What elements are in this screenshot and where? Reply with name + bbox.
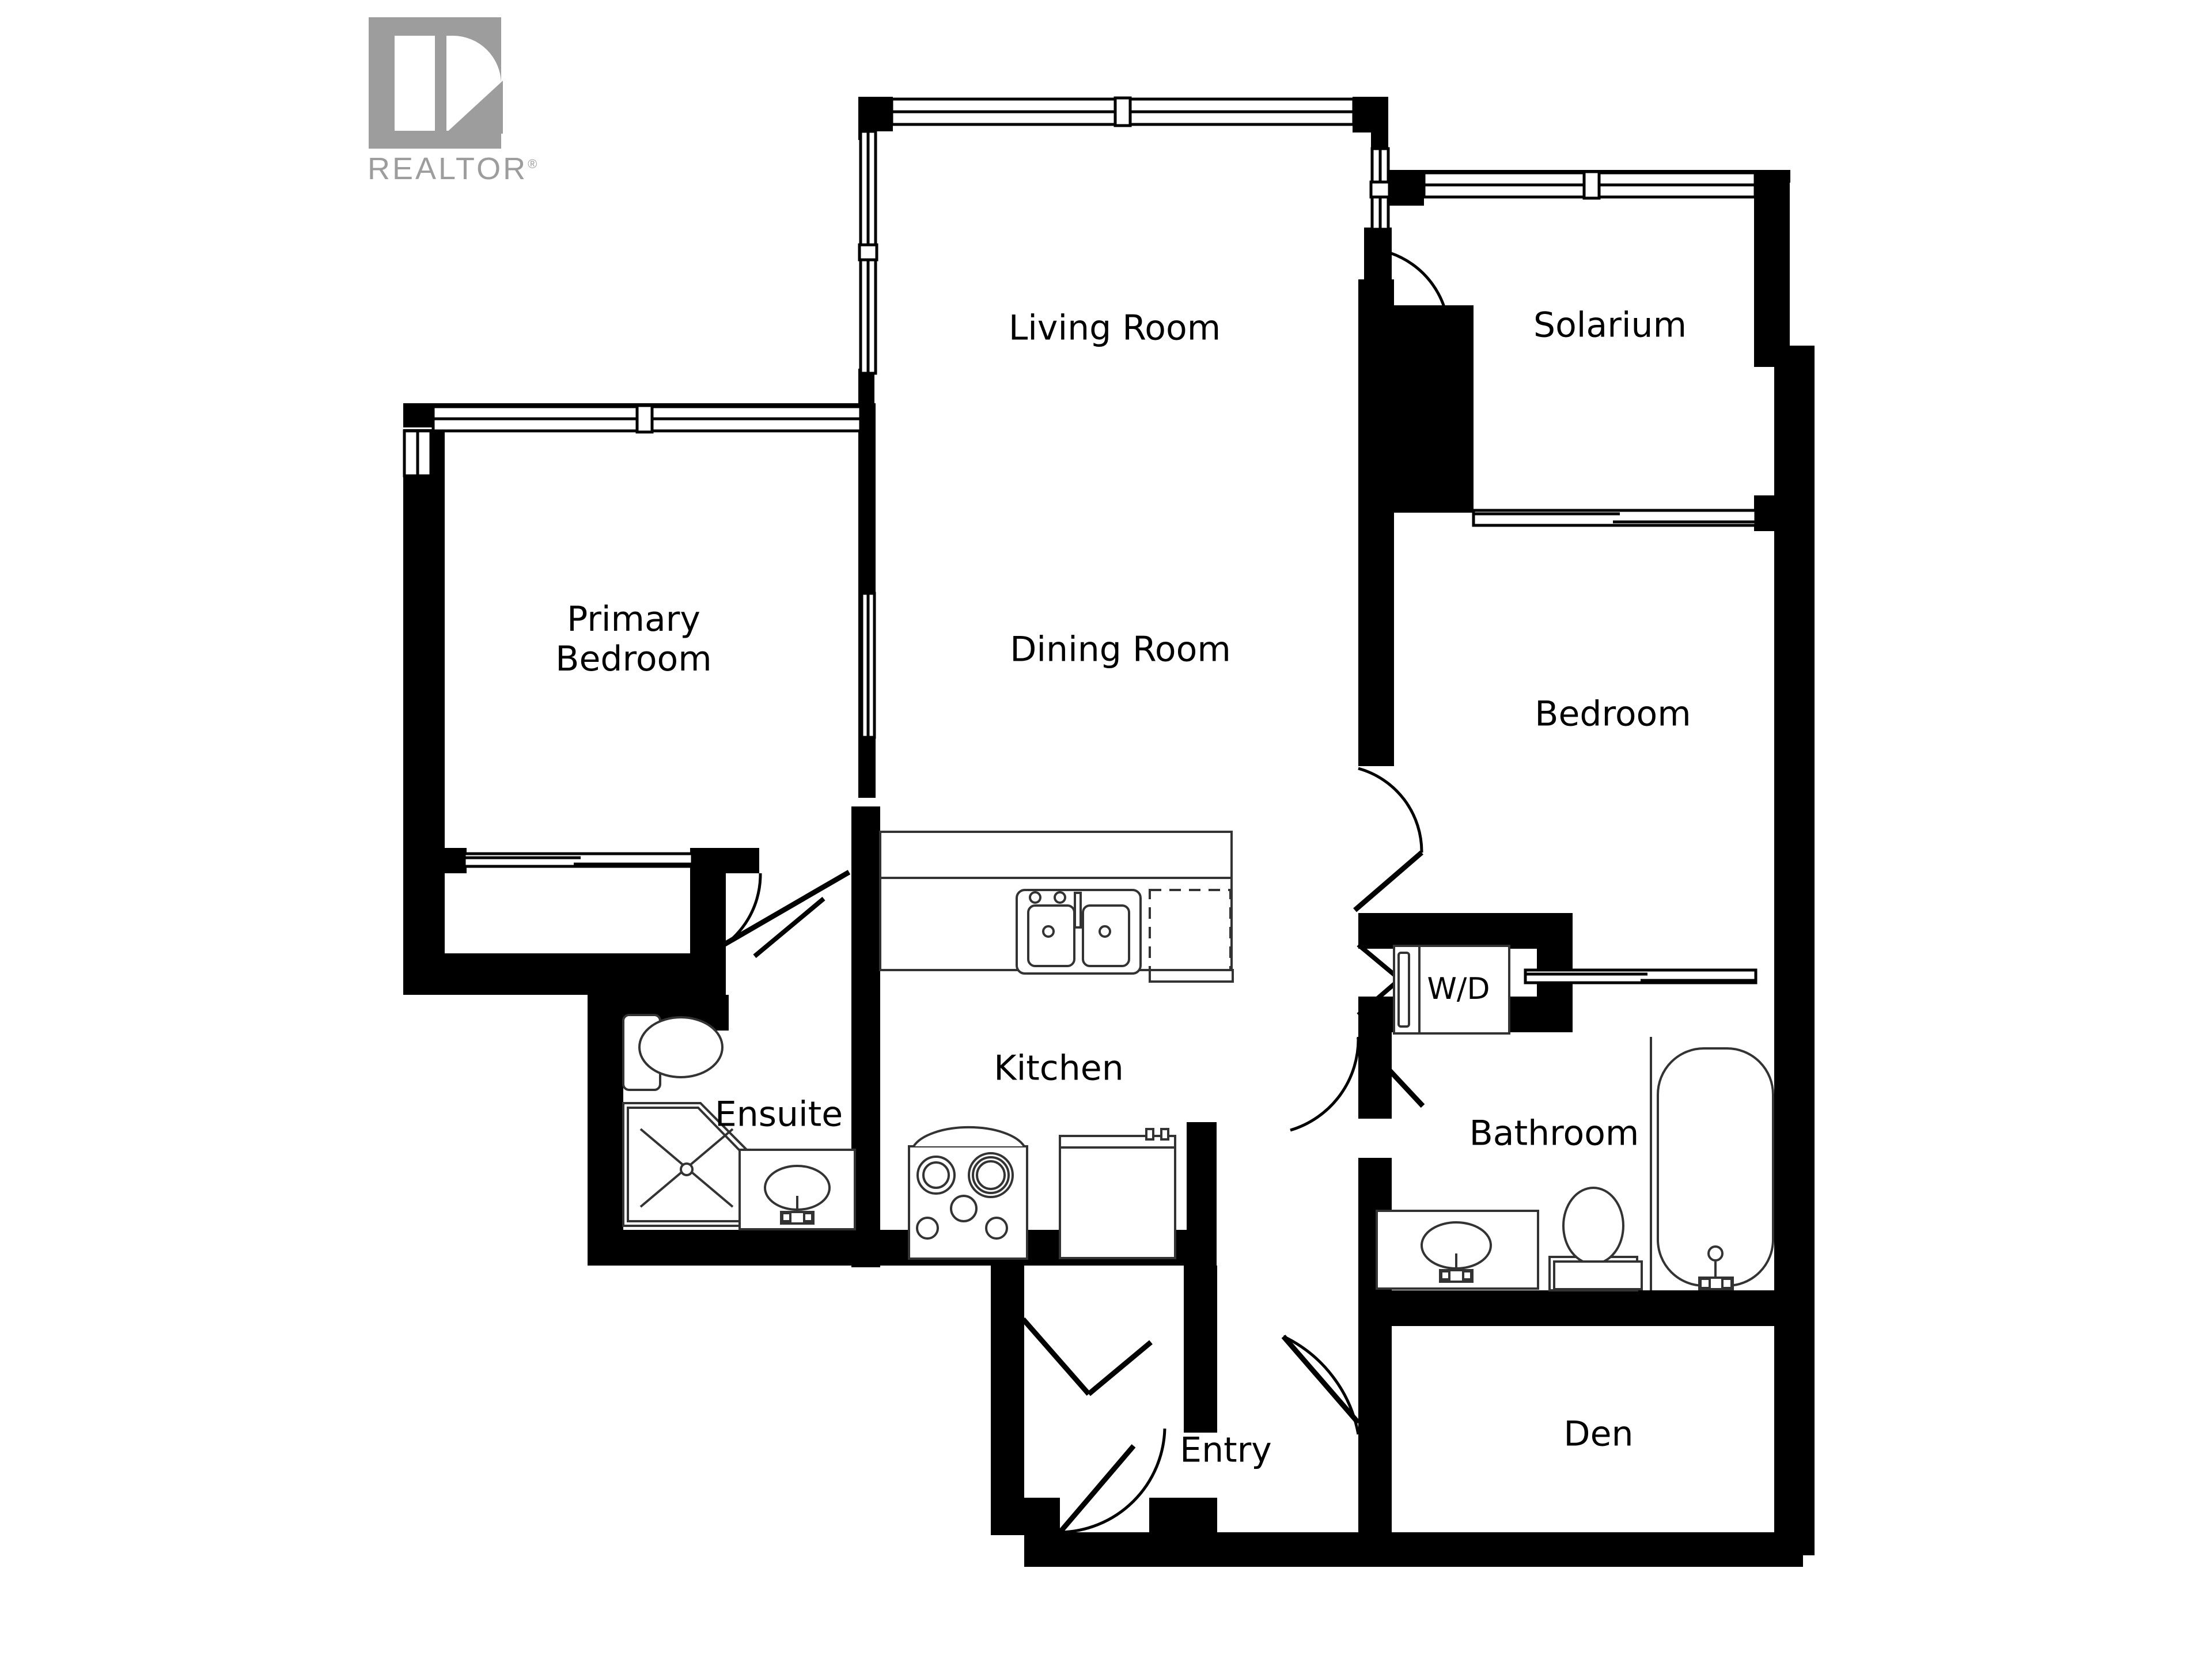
wall-hall-bottom-stub xyxy=(1149,1498,1217,1533)
room-label-solarium: Solarium xyxy=(1533,305,1687,346)
wall-hall-left xyxy=(991,1266,1024,1535)
wall-kitchen-left xyxy=(851,806,880,1267)
fixture-label-washer-dryer: W/D xyxy=(1427,972,1490,1007)
wall-building-right xyxy=(1774,346,1815,1555)
kitchen-refrigerator xyxy=(1059,1128,1176,1259)
ensuite-vanity xyxy=(738,1149,856,1230)
wall-bedroom-left xyxy=(1358,380,1394,766)
room-label-ensuite: Ensuite xyxy=(714,1094,843,1135)
realtor-logo-bar xyxy=(395,36,435,131)
wall-primary-bottom xyxy=(403,953,726,995)
sliding-doors-bedroom-closet xyxy=(1524,968,1758,984)
window-solarium-top xyxy=(1422,170,1757,200)
wall-bath-bottom xyxy=(1358,1290,1802,1326)
realtor-logo-mark xyxy=(369,17,503,149)
door-primary-ensuite xyxy=(702,870,851,959)
wall-kitchen-left-top xyxy=(851,806,880,841)
room-label-kitchen: Kitchen xyxy=(994,1048,1124,1089)
wall-bedroom-bottom xyxy=(1358,913,1571,949)
room-label-primary-bedroom: Primary Bedroom xyxy=(555,599,712,679)
door-hall-bathroom xyxy=(1290,1035,1425,1132)
room-label-bedroom: Bedroom xyxy=(1535,694,1691,734)
realtor-wordmark-text: REALTOR xyxy=(368,151,528,186)
kitchen-dishwasher xyxy=(1149,889,1232,972)
bathroom-vanity xyxy=(1376,1210,1539,1290)
fixtures xyxy=(622,831,1774,1291)
room-label-dining-room: Dining Room xyxy=(1010,629,1231,670)
wall-den-bottom xyxy=(1358,1532,1803,1567)
bathroom-tub xyxy=(1650,1037,1774,1290)
wall-pier xyxy=(438,848,467,873)
ensuite-shower xyxy=(622,1102,762,1227)
room-label-bathroom: Bathroom xyxy=(1469,1113,1639,1154)
sliding-opening-solarium-bedroom xyxy=(1472,509,1758,527)
kitchen-range xyxy=(908,1126,1028,1260)
wall-hall-bottom-left xyxy=(991,1498,1060,1533)
window-living-top xyxy=(890,96,1355,127)
washer-dryer-unit xyxy=(1393,945,1510,1035)
realtor-wordmark: REALTOR® xyxy=(368,151,539,187)
wall-den-left xyxy=(1358,1325,1392,1498)
door-hall-closet xyxy=(1021,1317,1153,1396)
door-dining-bedroom xyxy=(1353,767,1423,912)
realtor-logo: REALTOR® xyxy=(357,17,537,202)
kitchen-sink xyxy=(1016,889,1142,975)
room-label-entry: Entry xyxy=(1180,1430,1272,1471)
registered-mark: ® xyxy=(528,157,540,171)
wall-closet-top-right xyxy=(690,848,759,873)
sliding-door-living-left xyxy=(858,130,878,375)
sliding-doors-primary-closet xyxy=(463,852,694,868)
wall-entry-bottom xyxy=(1024,1532,1370,1567)
windows xyxy=(403,96,1758,984)
wall-pier xyxy=(1754,495,1790,531)
door-entry-front xyxy=(1058,1428,1166,1534)
wall-living-right-upper xyxy=(1371,97,1388,149)
window-primary-top xyxy=(431,404,862,434)
door-living-solarium xyxy=(1377,251,1450,389)
bathroom-toilet xyxy=(1548,1187,1643,1291)
wall-ensuite-left xyxy=(588,995,623,1266)
wall-bath-left-upper xyxy=(1358,1032,1392,1119)
wall-primary-left xyxy=(403,429,445,994)
doors xyxy=(702,251,1450,1534)
sliding-door-dining-left xyxy=(860,592,876,739)
wall-hall-right-upper xyxy=(1184,1266,1217,1433)
ensuite-toilet xyxy=(622,1014,724,1091)
door-ensuite-entry xyxy=(753,896,825,959)
window-primary-left xyxy=(403,429,433,478)
kitchen-dishwasher-front xyxy=(1149,969,1234,983)
window-living-right xyxy=(1369,147,1391,231)
wall-solarium-right xyxy=(1754,183,1790,367)
door-entry-den xyxy=(1281,1335,1361,1435)
room-label-living-room: Living Room xyxy=(1008,308,1221,349)
realtor-logo-leg xyxy=(445,81,503,134)
room-label-den: Den xyxy=(1563,1414,1634,1455)
wall-pier xyxy=(1358,1475,1392,1538)
